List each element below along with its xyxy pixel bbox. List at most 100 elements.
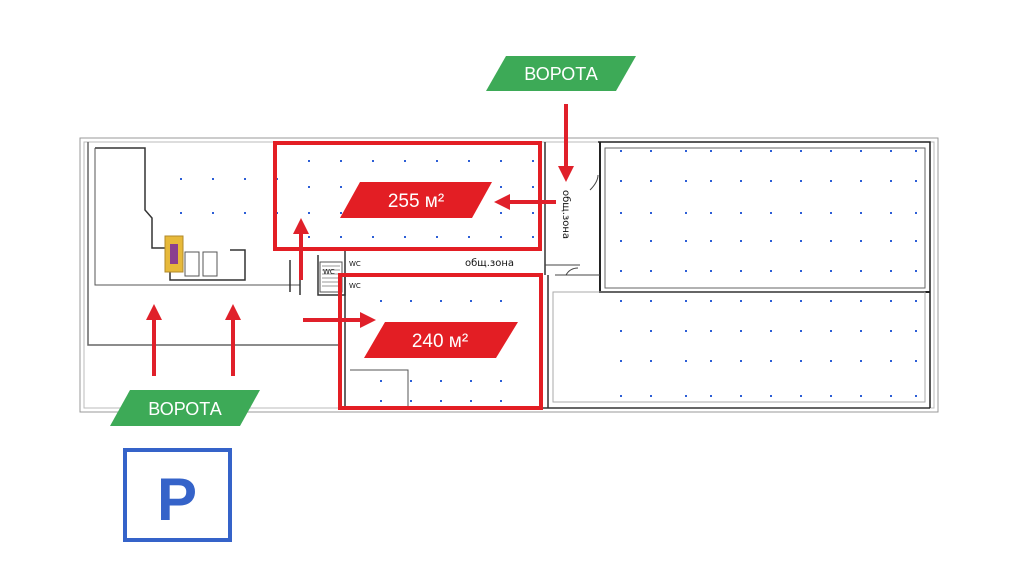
plan-column-dot bbox=[620, 212, 622, 214]
plan-column-dot bbox=[890, 270, 892, 272]
plan-column-dot bbox=[532, 236, 534, 238]
plan-column-dot bbox=[685, 300, 687, 302]
plan-column-dot bbox=[890, 212, 892, 214]
plan-column-dot bbox=[890, 150, 892, 152]
upper-area-badge bbox=[340, 182, 492, 218]
plan-column-dot bbox=[620, 180, 622, 182]
plan-column-dot bbox=[650, 300, 652, 302]
plan-column-dot bbox=[308, 212, 310, 214]
plan-column-dot bbox=[830, 360, 832, 362]
plan-column-dot bbox=[380, 400, 382, 402]
plan-column-dot bbox=[770, 212, 772, 214]
plan-column-dot bbox=[470, 400, 472, 402]
parking-sign-icon: P bbox=[123, 448, 232, 542]
wc-label-2: WC bbox=[349, 282, 361, 290]
wc-label-1: WC bbox=[349, 260, 361, 268]
plan-column-dot bbox=[650, 180, 652, 182]
plan-column-dot bbox=[800, 395, 802, 397]
plan-column-dot bbox=[436, 236, 438, 238]
plan-column-dot bbox=[915, 270, 917, 272]
plan-column-dot bbox=[915, 150, 917, 152]
plan-column-dot bbox=[800, 150, 802, 152]
plan-column-dot bbox=[860, 360, 862, 362]
plan-column-dot bbox=[770, 330, 772, 332]
plan-column-dot bbox=[685, 395, 687, 397]
plan-column-dot bbox=[650, 330, 652, 332]
plan-column-dot bbox=[890, 180, 892, 182]
plan-column-dot bbox=[440, 380, 442, 382]
plan-column-dot bbox=[372, 236, 374, 238]
plan-column-dot bbox=[770, 240, 772, 242]
plan-column-dot bbox=[470, 300, 472, 302]
plan-column-dot bbox=[915, 212, 917, 214]
plan-column-dot bbox=[710, 150, 712, 152]
plan-column-dot bbox=[340, 160, 342, 162]
plan-column-dot bbox=[915, 240, 917, 242]
plan-column-dot bbox=[244, 178, 246, 180]
plan-column-dot bbox=[308, 160, 310, 162]
plan-column-dot bbox=[740, 240, 742, 242]
plan-column-dot bbox=[685, 240, 687, 242]
plan-column-dot bbox=[685, 360, 687, 362]
plan-column-dot bbox=[710, 395, 712, 397]
plan-column-dot bbox=[740, 395, 742, 397]
plan-column-dot bbox=[830, 300, 832, 302]
plan-column-dot bbox=[710, 212, 712, 214]
top-gate-label: ВОРОТА bbox=[524, 64, 597, 84]
plan-column-dot bbox=[650, 240, 652, 242]
arrow-bottom-gate-right-head bbox=[225, 304, 241, 320]
plan-column-dot bbox=[800, 300, 802, 302]
plan-column-dot bbox=[372, 160, 374, 162]
plan-column-dot bbox=[650, 395, 652, 397]
upper-area-value: 255 м² bbox=[388, 191, 444, 212]
plan-column-dot bbox=[770, 360, 772, 362]
plan-column-dot bbox=[770, 270, 772, 272]
plan-column-dot bbox=[685, 180, 687, 182]
plan-column-dot bbox=[800, 180, 802, 182]
plan-column-dot bbox=[860, 300, 862, 302]
plan-column-dot bbox=[620, 300, 622, 302]
plan-column-dot bbox=[620, 150, 622, 152]
plan-column-dot bbox=[532, 186, 534, 188]
plan-column-dot bbox=[500, 300, 502, 302]
plan-column-dot bbox=[500, 186, 502, 188]
plan-column-dot bbox=[915, 395, 917, 397]
plan-column-dot bbox=[830, 150, 832, 152]
plan-column-dot bbox=[890, 300, 892, 302]
plan-column-dot bbox=[830, 330, 832, 332]
plan-column-dot bbox=[860, 150, 862, 152]
plan-column-dot bbox=[740, 360, 742, 362]
plan-column-dot bbox=[770, 395, 772, 397]
arrow-top-gate-head bbox=[558, 166, 574, 182]
plan-column-dot bbox=[830, 270, 832, 272]
plan-column-dot bbox=[380, 300, 382, 302]
common-zone-label: общ.зона bbox=[465, 258, 514, 269]
plan-column-dot bbox=[436, 160, 438, 162]
plan-column-dot bbox=[890, 240, 892, 242]
plan-column-dot bbox=[800, 330, 802, 332]
plan-column-dot bbox=[915, 330, 917, 332]
plan-column-dot bbox=[710, 180, 712, 182]
plan-column-dot bbox=[915, 300, 917, 302]
plan-column-dot bbox=[770, 300, 772, 302]
plan-column-dot bbox=[404, 160, 406, 162]
plan-column-dot bbox=[830, 240, 832, 242]
plan-column-dot bbox=[685, 330, 687, 332]
plan-walls bbox=[79, 137, 939, 413]
bottom-gate-banner bbox=[110, 390, 260, 426]
plan-column-dot bbox=[890, 360, 892, 362]
plan-column-dot bbox=[800, 360, 802, 362]
plan-column-dot bbox=[650, 150, 652, 152]
plan-column-dot bbox=[244, 212, 246, 214]
plan-column-dot bbox=[500, 400, 502, 402]
arrow-middle-up-head bbox=[293, 218, 309, 234]
plan-column-dot bbox=[685, 270, 687, 272]
plan-column-dot bbox=[410, 300, 412, 302]
plan-column-dot bbox=[685, 212, 687, 214]
plan-column-dot bbox=[860, 180, 862, 182]
upper-area-outline bbox=[273, 141, 542, 251]
plan-column-dot bbox=[860, 270, 862, 272]
plan-column-dot bbox=[620, 395, 622, 397]
plan-column-dot bbox=[532, 160, 534, 162]
